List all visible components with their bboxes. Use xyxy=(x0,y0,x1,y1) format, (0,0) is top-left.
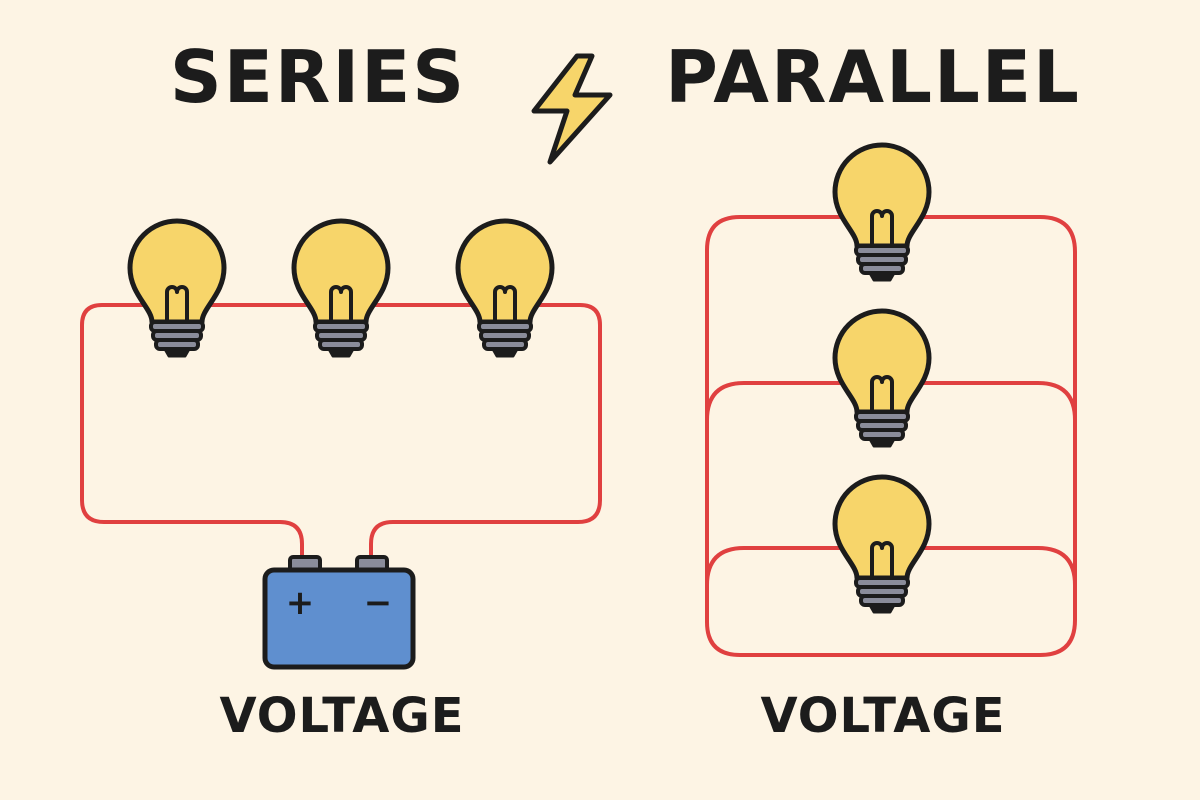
series-wire-right xyxy=(369,303,602,560)
battery-positive-label: + xyxy=(286,583,315,623)
light-bulb-icon xyxy=(835,311,929,446)
light-bulb-icon xyxy=(835,477,929,612)
parallel-circuit: VOLTAGE xyxy=(705,145,1077,744)
series-voltage-label: VOLTAGE xyxy=(219,688,464,744)
battery-negative-label: − xyxy=(364,583,393,623)
light-bulb-icon xyxy=(458,221,552,356)
series-title: SERIES xyxy=(170,35,466,119)
parallel-voltage-label: VOLTAGE xyxy=(760,688,1005,744)
series-wire-left xyxy=(80,303,304,560)
lightning-bolt-icon xyxy=(531,53,613,165)
series-circuit: + − VOLTAGE xyxy=(80,221,602,744)
light-bulb-icon xyxy=(130,221,224,356)
light-bulb-icon xyxy=(835,145,929,280)
light-bulb-icon xyxy=(294,221,388,356)
parallel-wire-outer xyxy=(705,215,1077,657)
parallel-title: PARALLEL xyxy=(665,35,1081,119)
battery-icon: + − xyxy=(262,555,416,670)
